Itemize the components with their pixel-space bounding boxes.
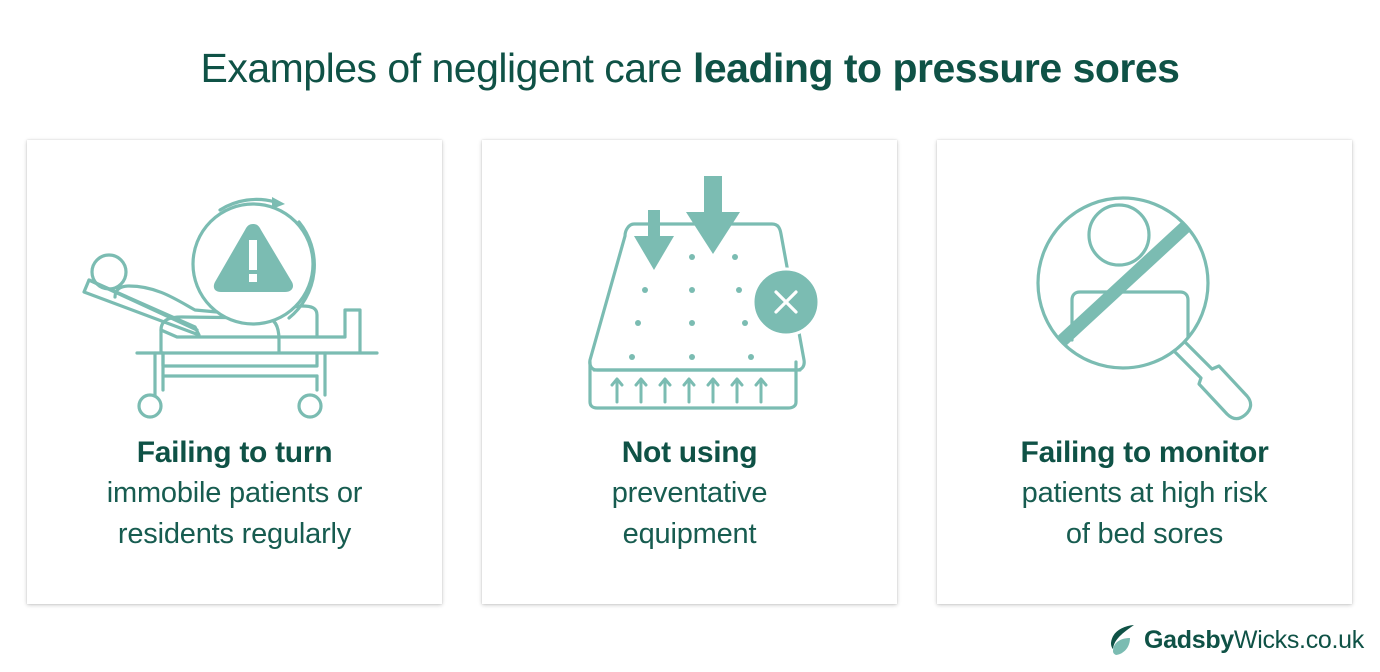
card-failing-to-turn: Failing to turn immobile patients or res… — [27, 140, 442, 604]
brand-name: GadsbyWicks.co.uk — [1144, 626, 1364, 655]
card-line: of bed sores — [1065, 518, 1224, 550]
brand-logo[interactable]: GadsbyWicks.co.uk — [1108, 621, 1364, 659]
card-heading: Failing to turn — [136, 436, 333, 469]
card-line: preventative — [611, 477, 768, 509]
card-heading: Not using — [621, 436, 758, 469]
magnifier-person-crossed-icon — [1036, 196, 1253, 421]
patient-bed-warning-icon — [82, 197, 379, 419]
page-title: Examples of negligent care leading to pr… — [0, 42, 1380, 94]
title-bold: leading to pressure sores — [692, 45, 1180, 91]
card-heading: Failing to monitor — [1020, 436, 1269, 469]
title-light: Examples of negligent care — [200, 45, 693, 91]
card-line: equipment — [622, 518, 757, 550]
mattress-pressure-cross-icon — [588, 176, 821, 410]
card-line: residents regularly — [117, 518, 352, 550]
brand-name-bold: Gadsby — [1144, 625, 1234, 654]
card-not-using: Not using preventative equipment — [482, 140, 897, 604]
brand-name-regular: Wicks.co.uk — [1233, 625, 1364, 654]
card-text: Failing to turn immobile patients or res… — [27, 433, 442, 555]
card-line: immobile patients or — [106, 477, 363, 509]
card-line: patients at high risk — [1021, 477, 1268, 509]
leaf-logo-icon — [1111, 625, 1134, 655]
card-text: Failing to monitor patients at high risk… — [937, 433, 1352, 555]
card-failing-to-monitor: Failing to monitor patients at high risk… — [937, 140, 1352, 604]
card-text: Not using preventative equipment — [482, 433, 897, 555]
